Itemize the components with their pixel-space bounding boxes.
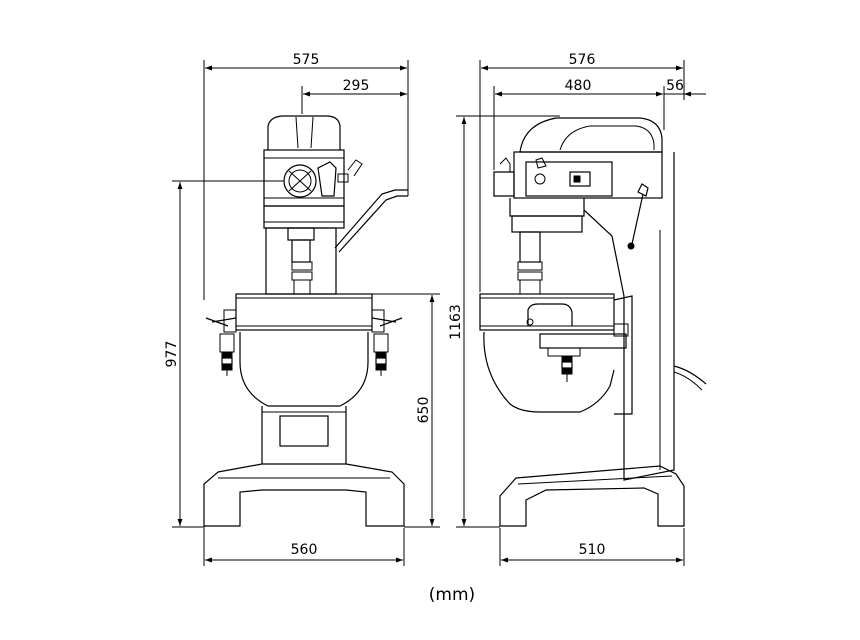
side-base: [499, 465, 685, 527]
side-bowl: [483, 331, 615, 413]
front-view: [203, 115, 409, 527]
front-column: [265, 227, 337, 295]
front-pedestal: [261, 406, 347, 464]
dim-front-offset: 295: [343, 78, 370, 94]
side-bowl-handle: [527, 303, 573, 326]
front-crank-handle: [334, 189, 408, 249]
dim-front-base-width: 560: [291, 542, 318, 558]
right-bowl-clamp: [373, 333, 389, 376]
left-bowl-clamp: [219, 333, 235, 376]
front-base: [203, 463, 405, 527]
dim-front-top-width: 575: [293, 52, 320, 68]
front-knob-icon: [317, 161, 337, 197]
dim-side-body-width: 480: [565, 78, 592, 94]
side-view: [479, 117, 707, 527]
side-column: [583, 152, 675, 481]
dimension-lines: [172, 60, 706, 566]
side-bowl-rim: [479, 293, 615, 331]
unit-label: (mm): [429, 585, 475, 605]
front-head-cap: [267, 115, 341, 150]
dim-side-base-width: 510: [579, 542, 606, 558]
side-control-panel: [525, 161, 613, 197]
dim-side-top-width: 576: [569, 52, 596, 68]
dimension-labels: 575 295 977 650 560 576 480 56 1163 510 …: [164, 52, 684, 605]
side-head-hood: [519, 117, 663, 153]
dim-bowl-height: 650: [416, 397, 432, 424]
power-cord: [673, 365, 707, 385]
front-bowl: [239, 332, 369, 407]
dim-side-overhang: 56: [666, 78, 684, 94]
dim-front-height: 977: [164, 341, 180, 368]
dim-side-height: 1163: [448, 304, 464, 340]
front-bowl-rim: [235, 293, 373, 331]
